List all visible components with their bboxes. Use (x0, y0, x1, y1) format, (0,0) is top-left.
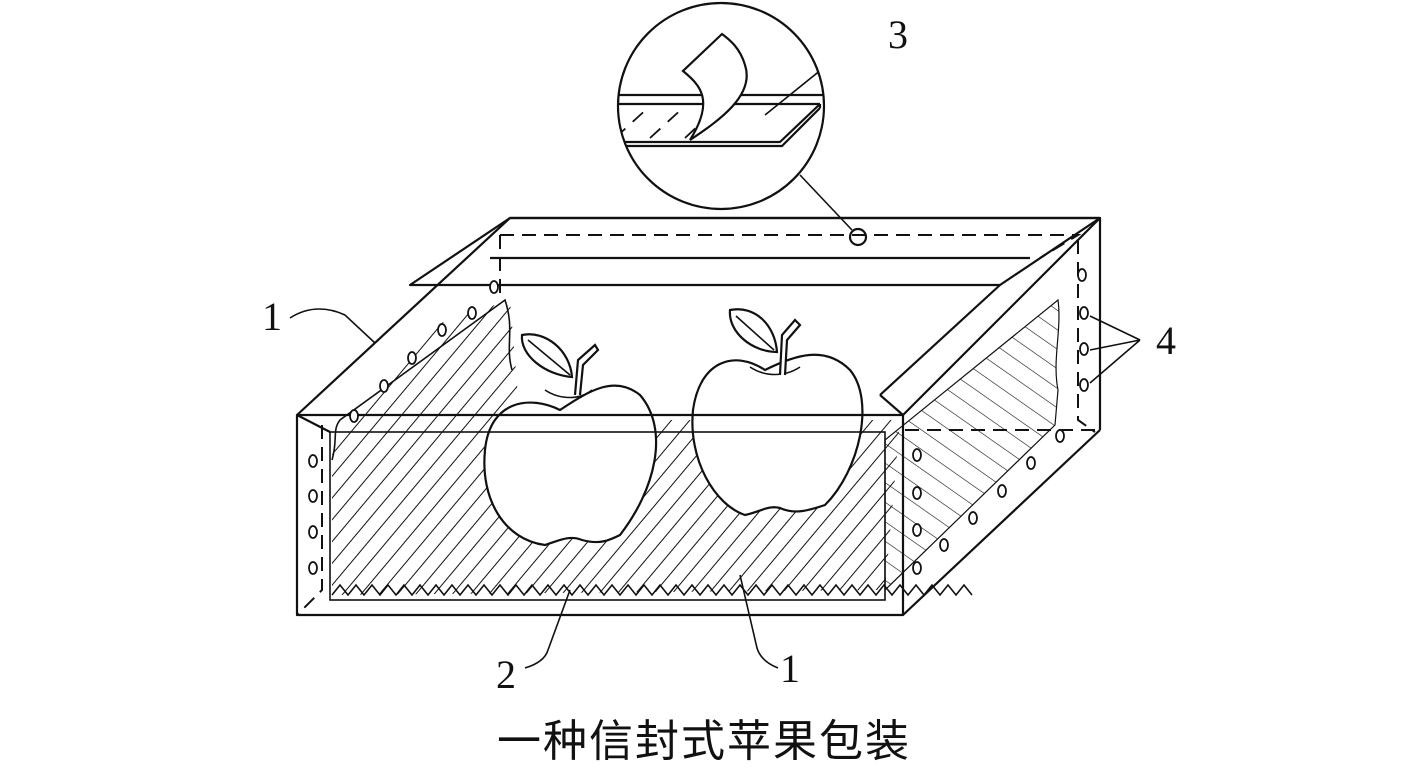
label-1-left: 1 (262, 294, 282, 339)
box (295, 216, 1102, 617)
apple-left (483, 333, 658, 547)
figure-title: 一种信封式苹果包装 (497, 716, 911, 767)
label-4: 4 (1156, 318, 1176, 363)
label-2: 2 (496, 652, 516, 697)
label-1-bottom: 1 (780, 646, 800, 691)
label-3: 3 (888, 12, 908, 57)
magnified-detail: 3 (616, 1, 908, 247)
apple-right (691, 308, 864, 517)
lid-flap (408, 216, 1102, 287)
vent-holes (308, 268, 1089, 575)
front-face (295, 413, 905, 617)
